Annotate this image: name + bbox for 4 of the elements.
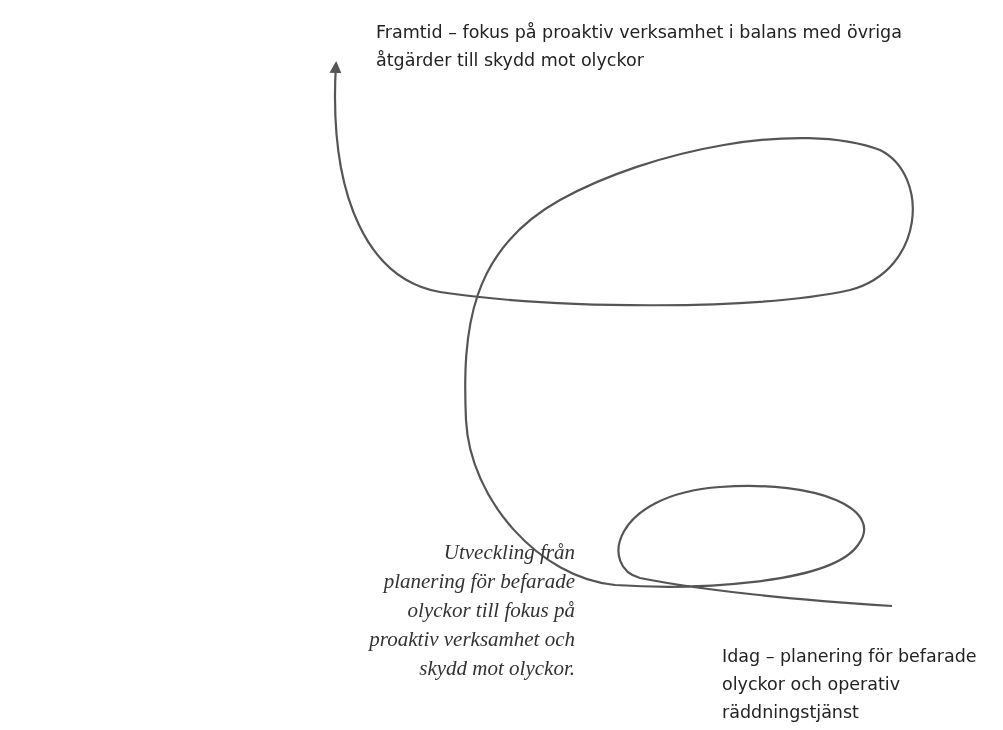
annotation-text: Framtid – fokus på proaktiv verksamhet i balans med övriga åtgärder till skydd mot olyckor	[376, 21, 903, 72]
caption: Utveckling från planering för befarade olyckor till fokus på proaktiv verksamhet och skydd mot olyckor.	[367, 539, 575, 682]
annotation-text: Idag – planering för befarade olyckor och operativ räddningstjänst	[722, 645, 978, 724]
spiral-arrow	[329, 61, 914, 608]
